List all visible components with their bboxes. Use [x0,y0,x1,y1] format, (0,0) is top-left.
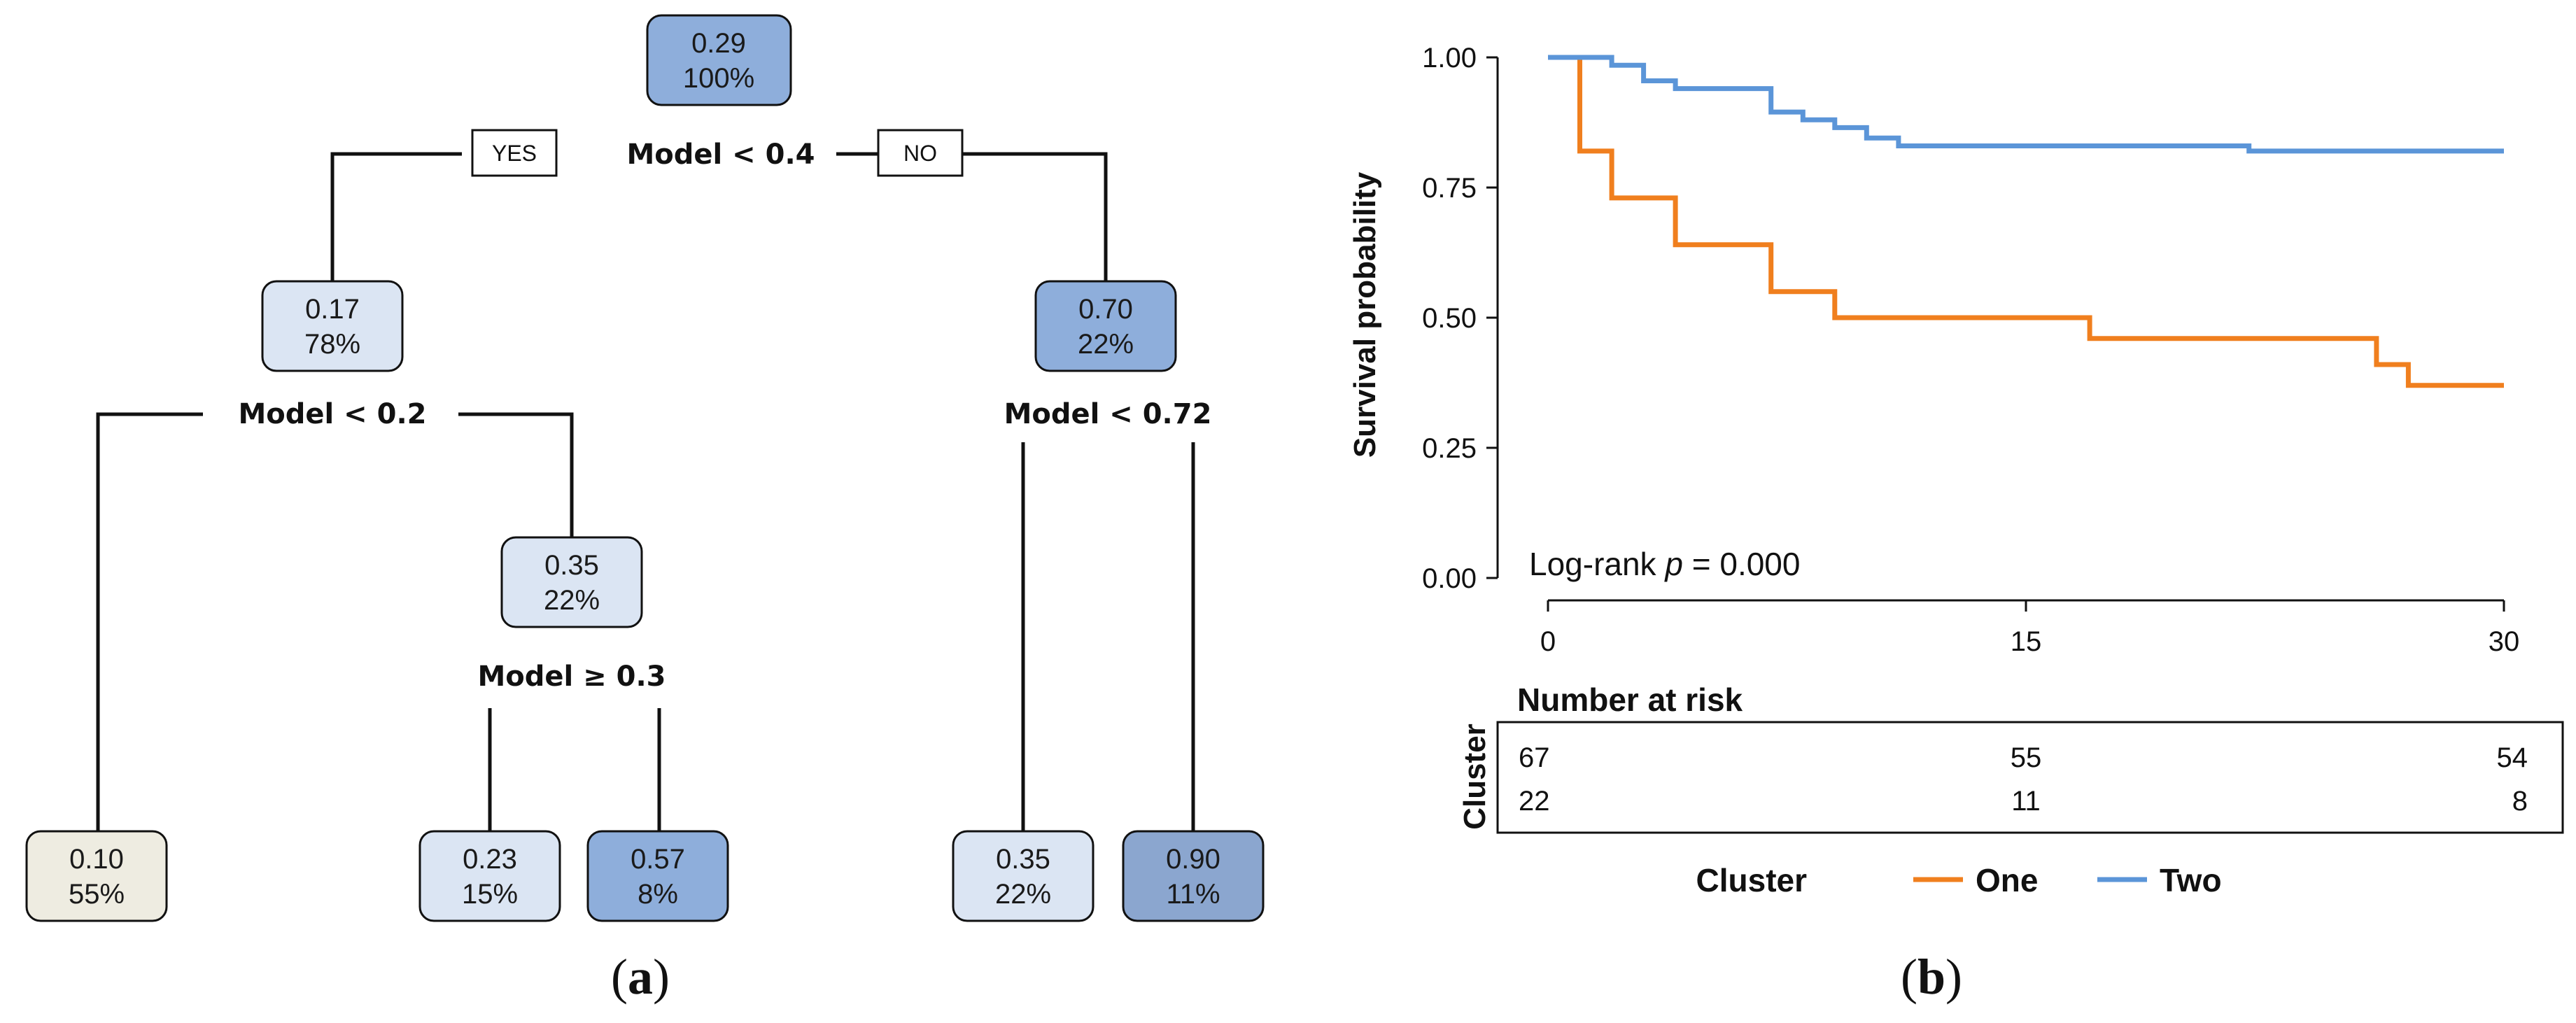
risk-table-ylabel: Cluster [1458,724,1492,830]
y-tick-label: 0.50 [1422,303,1477,334]
legend: Cluster One Two [1696,862,2222,898]
node-value: 0.90 [1166,844,1220,875]
risk-table-title: Number at risk [1517,682,1743,718]
edge-left-right [458,412,574,537]
node-percent: 15% [462,879,518,910]
survival-curves [1548,55,2504,388]
tree-nodes: 0.29 100% 0.17 78% 0.70 22% 0.10 55% 0.3… [25,14,1265,922]
node-value: 0.23 [463,844,517,875]
node-percent: 8% [638,879,678,910]
y-tick-label: 0.00 [1422,563,1477,594]
survival-panel: Survival probability 0.00 0.25 0.50 0.75 1.0… [1348,43,2564,1005]
risk-table-box [1496,721,2564,834]
node-value: 0.57 [631,844,685,875]
node-percent: 22% [1078,329,1134,360]
risk-count-one: 55 [2011,742,2042,773]
panel-label-b: (b) [1901,949,1962,1005]
x-tick-label: 15 [2011,626,2042,657]
risk-table-cells: 67 55 54 22 11 8 [1519,742,2528,817]
tree-node-root: 0.29 100% [646,14,792,106]
logrank-p: p [1663,546,1683,582]
edge-root-no [836,152,1108,281]
x-ticks: 0 15 30 [1540,600,2519,657]
split-label-lr: Model ≥ 0.3 [478,661,666,693]
y-axis-title: Survival probability [1348,171,1382,458]
tree-node-ll: 0.10 55% [25,830,168,922]
branch-label-yes-text: YES [492,141,537,166]
tree-panel: YES NO Model < 0.4 Model < 0.2 Model ≥ 0… [25,14,1265,1005]
split-label-root: Model < 0.4 [627,139,815,171]
y-tick-label: 0.25 [1422,433,1477,464]
survival-curve-two [1548,55,2504,154]
branch-label-no-text: NO [903,141,937,166]
tree-edges [96,152,1195,831]
node-value: 0.70 [1078,294,1133,325]
tree-node-right: 0.70 22% [1034,280,1177,372]
risk-count-two: 11 [2011,786,2041,817]
edge-left-left [96,412,203,831]
node-value: 0.35 [544,550,599,581]
panel-label-b-letter: b [1917,949,1945,1005]
node-percent: 11% [1166,879,1220,910]
branch-label-no: NO [877,129,964,177]
risk-count-one: 54 [2497,742,2528,773]
tree-node-left: 0.17 78% [261,280,404,372]
logrank-suffix: = 0.000 [1683,546,1801,582]
logrank-annotation: Log-rank p = 0.000 [1529,546,1800,582]
logrank-prefix: Log-rank [1529,546,1665,582]
branch-label-yes: YES [471,129,558,177]
edge-root-yes [330,152,462,281]
risk-count-two: 22 [1519,786,1550,817]
panel-label-a-letter: a [628,949,653,1005]
split-label-right: Model < 0.72 [1004,398,1212,430]
node-value: 0.10 [69,844,124,875]
node-percent: 78% [304,329,360,360]
node-percent: 22% [995,879,1051,910]
node-percent: 22% [544,585,600,616]
panel-label-a: (a) [611,949,670,1005]
survival-curve-one [1548,55,2504,388]
y-ticks: 0.00 0.25 0.50 0.75 1.00 [1422,43,1498,594]
tree-splits: Model < 0.4 Model < 0.2 Model ≥ 0.3 Mode… [239,139,1212,693]
node-percent: 100% [683,63,754,94]
node-value: 0.17 [305,294,360,325]
legend-label-one: One [1976,862,2038,898]
x-tick-label: 0 [1540,626,1556,657]
y-tick-label: 0.75 [1422,173,1477,204]
node-percent: 55% [69,879,125,910]
legend-title: Cluster [1696,862,1808,898]
x-tick-label: 30 [2489,626,2520,657]
legend-label-two: Two [2160,862,2222,898]
risk-count-two: 8 [2512,786,2528,817]
tree-node-rl: 0.35 22% [952,830,1095,922]
split-label-left: Model < 0.2 [239,398,427,430]
node-value: 0.29 [691,28,746,59]
risk-count-one: 67 [1519,742,1550,773]
tree-node-lr: 0.35 22% [500,536,643,628]
y-tick-label: 1.00 [1422,43,1477,73]
node-value: 0.35 [996,844,1050,875]
tree-node-lrl: 0.23 15% [418,830,561,922]
tree-node-lrr: 0.57 8% [586,830,729,922]
tree-node-rr: 0.90 11% [1122,830,1265,922]
